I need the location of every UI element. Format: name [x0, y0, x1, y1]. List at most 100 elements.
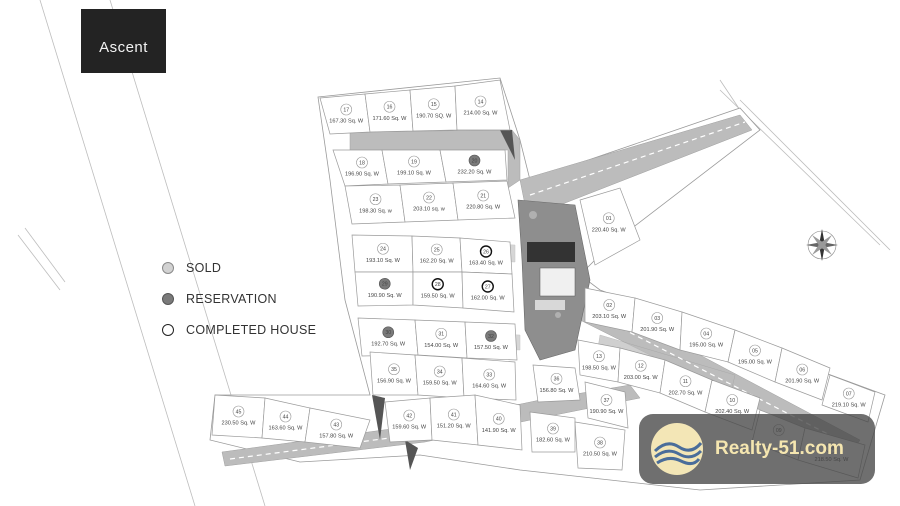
plot-number: 32 [488, 334, 494, 340]
plot-area: 192.70 Sq. W [371, 341, 406, 347]
plot-30[interactable]: 30 192.70 Sq. W [357, 317, 419, 357]
plot-area: 171.60 Sq. W [373, 116, 408, 122]
plot-area: 193.10 Sq. W [366, 258, 401, 264]
plot-number: 21 [480, 193, 486, 199]
completed-dot-icon [162, 323, 174, 336]
wave-logo-icon [651, 423, 703, 475]
plot-area: 141.90 Sq. W [482, 428, 517, 434]
plot-status-marker [430, 243, 443, 256]
plot-number: 11 [683, 379, 688, 385]
compass-rose-icon [806, 229, 838, 261]
plot-number: 15 [431, 102, 437, 108]
plot-number: 27 [485, 284, 491, 290]
plot-area: 195.00 Sq. W [738, 360, 773, 366]
plot-area: 182.60 Sq. W [536, 438, 571, 444]
plot-status-marker [369, 193, 382, 206]
plot-number: 44 [283, 414, 289, 420]
plot-area: 203.10 sq. w [413, 207, 446, 213]
plot-number: 22 [426, 195, 432, 201]
plot-status-marker [842, 387, 855, 400]
plot-19[interactable]: 19 199.10 Sq. W [381, 149, 447, 185]
plot-area: 199.10 Sq. W [397, 171, 432, 177]
legend-label-reservation: RESERVATION [186, 291, 277, 306]
plot-number: 23 [373, 197, 379, 203]
plot-number: 29 [382, 282, 388, 288]
plot-shape[interactable] [579, 187, 641, 266]
plot-area: 202.70 Sq. W [669, 390, 704, 396]
plot-number: 31 [438, 332, 444, 338]
plot-status-marker [377, 242, 389, 255]
plot-status-marker [232, 405, 245, 418]
plot-number: 10 [729, 398, 735, 404]
plot-number: 26 [483, 249, 489, 255]
plot-number: 37 [604, 398, 610, 404]
plot-status-marker [726, 394, 739, 406]
plot-11[interactable]: 11 202.70 Sq. W [659, 359, 713, 413]
plot-22[interactable]: 22 203.10 sq. w [399, 182, 459, 223]
plot-status-marker [383, 100, 396, 113]
plot-status-marker [603, 299, 616, 311]
plot-number: 19 [411, 159, 417, 165]
plot-number: 39 [550, 426, 556, 432]
brand-logo: Ascent [81, 9, 166, 73]
plot-number: 34 [437, 369, 443, 375]
plot-05[interactable]: 05 195.00 Sq. W [727, 329, 783, 383]
plot-number: 20 [472, 158, 478, 164]
plot-number: 18 [359, 160, 365, 166]
plot-area: 195.00 Sq. W [689, 343, 724, 349]
plot-number: 36 [554, 377, 560, 383]
road-markings [229, 121, 856, 460]
legend-item-reservation: RESERVATION [162, 283, 316, 314]
plot-status-marker [700, 327, 713, 340]
sold-dot-icon [162, 261, 174, 274]
logo-text: Ascent [99, 38, 148, 56]
plot-status-marker [634, 359, 647, 372]
plot-number: 30 [385, 330, 391, 336]
plot-status-marker [340, 103, 353, 116]
plot-area: 163.60 Sq. W [269, 426, 304, 432]
plot-status-marker [602, 212, 615, 225]
plot-number: 45 [236, 409, 242, 415]
plot-status-marker [749, 344, 761, 357]
plot-area: 156.90 Sq. W [377, 378, 412, 384]
plot-39[interactable]: 39 182.60 Sq. W [529, 411, 576, 453]
plot-area: 210.50 Sq. W [583, 452, 618, 458]
plot-number: 42 [406, 413, 412, 419]
plot-number: 02 [606, 303, 612, 309]
plot-area: 190.70 SQ. W [416, 113, 452, 119]
plot-status-marker [594, 436, 606, 449]
plot-number: 05 [752, 348, 758, 354]
plot-15[interactable]: 15 190.70 SQ. W [409, 85, 458, 132]
